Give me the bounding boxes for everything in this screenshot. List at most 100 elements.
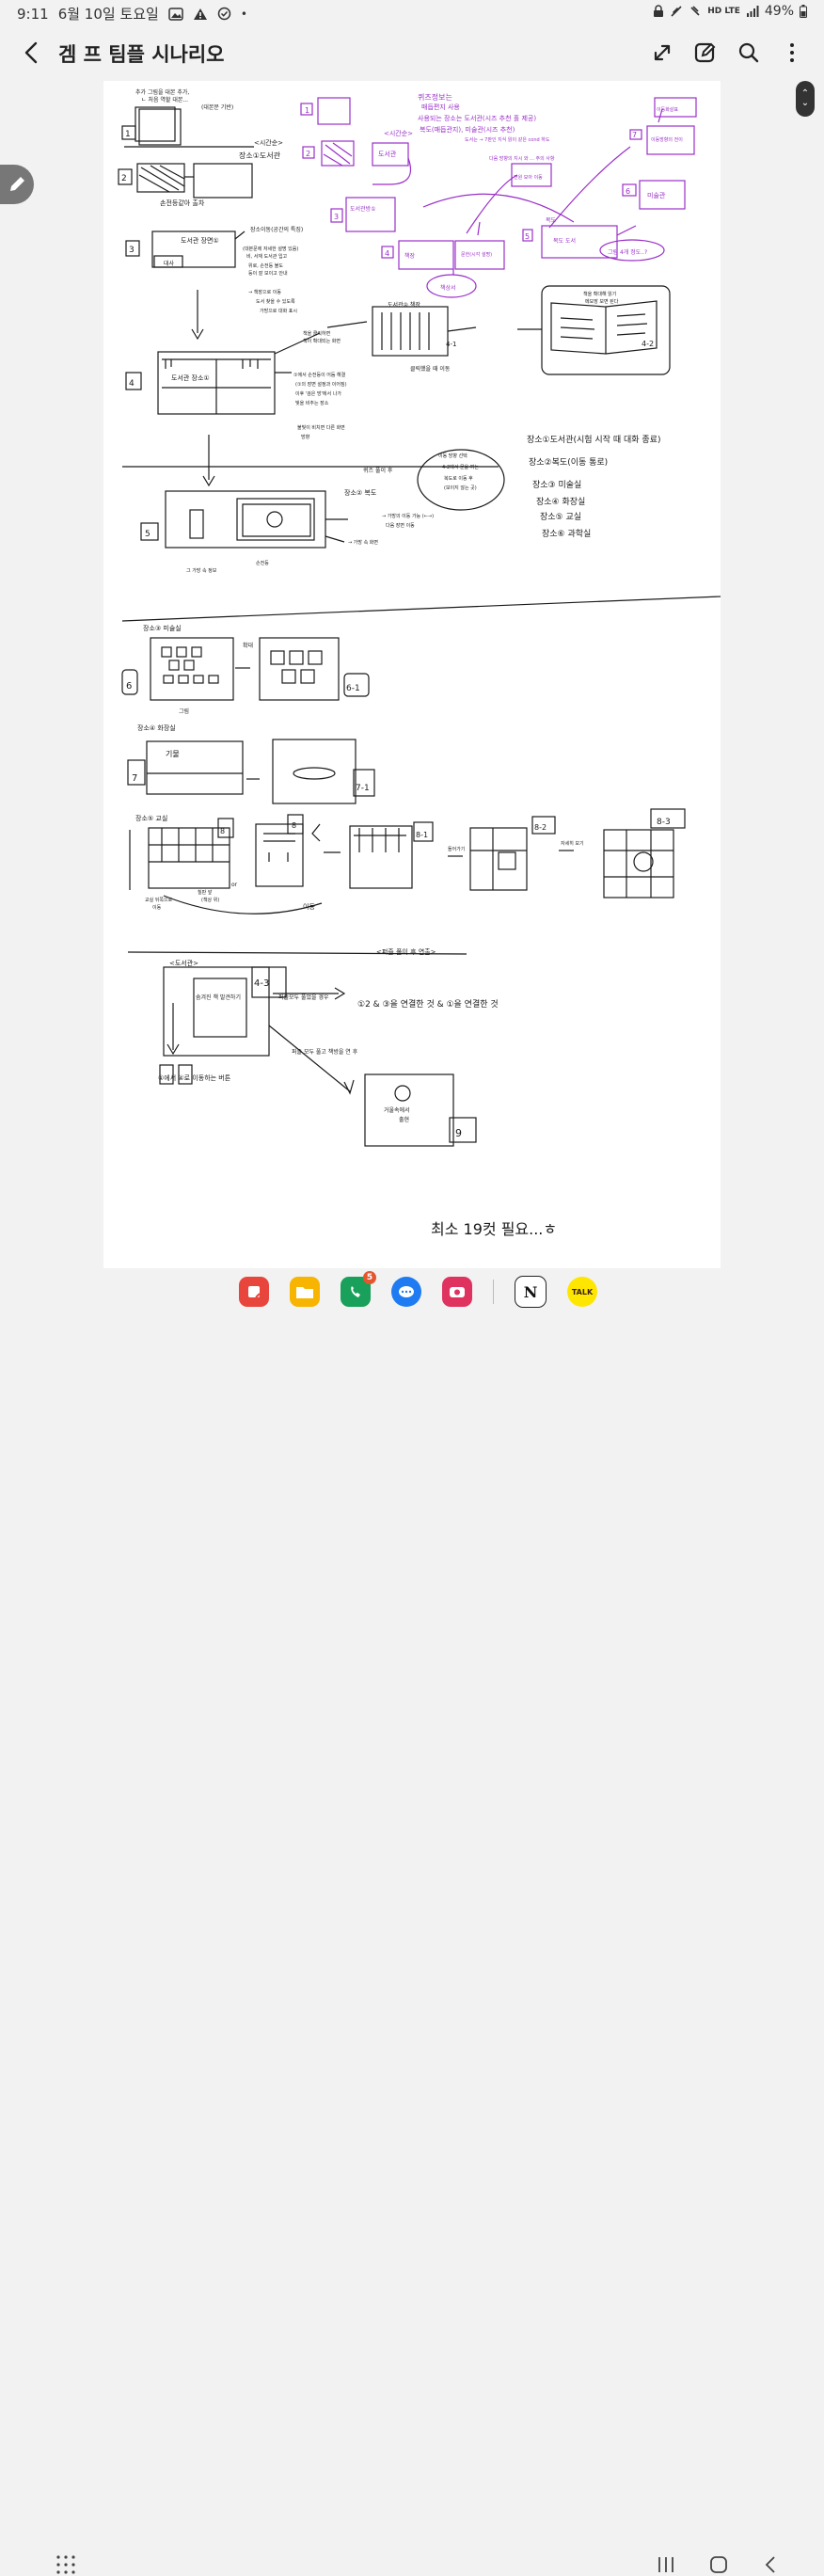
note-final-scene1: 거울속에서 <box>384 1106 410 1114</box>
app-drawer-icon[interactable] <box>55 2553 77 2576</box>
note-pn3: 3 <box>334 213 339 221</box>
search-icon[interactable] <box>736 40 762 66</box>
note-class-label: 장소⑤ 교실 <box>135 814 167 822</box>
note-final-header: <퍼즐 풀이 후 연출> <box>376 947 436 956</box>
note-place-header: <시간순> <box>254 138 283 147</box>
note-move: 이동화살표 <box>657 106 678 113</box>
note-flashlight: 손전등 <box>256 560 269 566</box>
notion-app-icon[interactable]: N <box>515 1276 547 1308</box>
handwritten-sketch: 추가 그림을 대본 추가, ㄴ 처음 역할 대본... (대본문 기반) <시간… <box>103 81 721 1268</box>
note-shelf-label: 도서관② 책장 <box>388 301 420 309</box>
note-arrow-note3: → 가방 속 화면 <box>348 539 378 546</box>
gallery-notification-icon <box>168 8 183 21</box>
note-art: 미술관 <box>647 191 666 199</box>
note-total: 최소 19컷 필요...ㅎ <box>431 1220 557 1238</box>
note-corridor-note4: (보이지 않는 곳) <box>444 485 477 491</box>
arrow-left-icon[interactable] <box>19 40 45 66</box>
back-nav-icon[interactable] <box>760 2553 783 2576</box>
note-q6: 다음 방향의 지시 와 ... 주의 사항 <box>489 155 555 162</box>
status-bar: 9:11 6월 10일 토요일 • HD LTE 49% <box>0 0 824 26</box>
messages-app-icon[interactable] <box>391 1277 421 1307</box>
page-title: 겜 프 팀플 시나리오 <box>58 40 225 68</box>
note-n82: 8-2 <box>534 823 547 832</box>
kakaotalk-app-icon[interactable]: TALK <box>567 1277 597 1307</box>
network-type: HD LTE <box>707 7 740 16</box>
note-class-note2: 이동 <box>152 904 162 911</box>
camera-app-icon[interactable] <box>442 1277 472 1307</box>
svg-text:5: 5 <box>145 530 151 539</box>
note-corridor-note3: 복도로 이동 후 <box>444 475 473 482</box>
note-canvas[interactable]: 추가 그림을 대본 추가, ㄴ 처음 역할 대본... (대본문 기반) <시간… <box>103 81 721 1268</box>
note-tag-hole: 손전등같아 출차 <box>160 199 205 207</box>
note-desc8: 도서 찾을 수 있도록 <box>256 298 295 305</box>
note-lost: 그 가방 속 정보 <box>186 567 217 574</box>
notification-dot-icon: • <box>241 8 247 21</box>
dock-separator <box>493 1280 494 1304</box>
note-pn6: 6 <box>626 187 630 196</box>
note-move-c: 이동 <box>303 902 315 911</box>
battery-icon <box>800 5 807 18</box>
note-book-note: 책을 확대해 읽기 <box>583 291 616 297</box>
edit-icon[interactable] <box>692 40 719 66</box>
note-pn4: 4 <box>385 249 389 258</box>
note-list1: 장소①도서관(시험 시작 때 대화 종료) <box>527 435 660 445</box>
note-desc3: (대본문에 자세한 설명 있음) <box>243 246 298 252</box>
lock-icon <box>653 5 664 18</box>
more-vertical-icon[interactable] <box>779 40 805 66</box>
note-shelf-note2: 책이 확대되는 화면 <box>303 338 341 344</box>
note-q1: 퀴즈정보는 <box>418 92 452 102</box>
note-enter: 들어가기 <box>448 846 465 852</box>
svg-text:4: 4 <box>129 379 135 389</box>
note-n81: 8-1 <box>416 831 428 839</box>
call-app-icon[interactable]: 5 <box>341 1277 371 1307</box>
note-toilet-label: 장소④ 화장실 <box>137 724 176 732</box>
note-n9: 9 <box>455 1127 462 1139</box>
note-n61: 6-1 <box>346 684 360 693</box>
flip-notes-app-icon[interactable] <box>239 1277 269 1307</box>
scroll-handle[interactable]: ⌃ ⌄ <box>796 81 815 117</box>
note-n43: 4-3 <box>254 978 269 989</box>
note-lib-note2: (①의 장면 설정과 이어짐) <box>295 381 347 388</box>
svg-text:2: 2 <box>121 174 127 183</box>
note-place-lib: 도서관 장소① <box>171 374 210 382</box>
expand-icon[interactable] <box>649 40 675 66</box>
note-move2: 전원 모아 이동 <box>514 174 543 181</box>
note-pn5: 5 <box>525 232 530 241</box>
note-n42: 4-2 <box>642 340 654 348</box>
note-n83: 8-3 <box>657 818 671 827</box>
note-shelf-note1: 책을 클릭하면 <box>303 330 331 337</box>
note-after-all: 퍼즐 모두 풀고 책방을 연 후 <box>292 1048 358 1056</box>
note-or: or <box>231 882 238 888</box>
battery-percent: 49% <box>765 4 794 19</box>
pen-mode-button[interactable] <box>0 165 34 204</box>
note-hidden-book: 숨겨진 책 발견하기 <box>196 994 241 1001</box>
note-n6: 6 <box>126 681 132 692</box>
home-icon[interactable] <box>707 2553 730 2576</box>
recent-apps-icon[interactable] <box>655 2553 677 2576</box>
mute-icon <box>670 5 683 18</box>
note-n7: 7 <box>132 773 137 784</box>
files-app-icon[interactable] <box>290 1277 320 1307</box>
note-btn-move: ①에서 ④로 이동하는 버튼 <box>158 1073 231 1082</box>
note-lib-note3: 이후 '검은 방'에서 나가 <box>295 390 341 397</box>
chevron-down-icon: ⌄ <box>801 99 809 108</box>
note-timecode: <시간순> <box>384 129 413 137</box>
note-place1: 장소①도서관 <box>239 151 281 160</box>
note-q3: 사용되는 장소는 도서관(시즈 추천 홀 제공) <box>418 114 536 122</box>
note-hall: 복도 <box>546 217 557 224</box>
note-pn1: 1 <box>305 106 309 115</box>
app-bar: 겜 프 팀플 시나리오 <box>0 28 824 77</box>
note-book: 책장 <box>404 252 416 260</box>
note-list3: 장소③ 미술실 <box>532 480 581 490</box>
note-desk: 문헌(시각 설명) <box>461 251 492 258</box>
note-q5: 도서는 → 7판인 지식 읽이 같은 cond 하도 <box>465 136 550 143</box>
note-final-lib: <도서관> <box>169 959 198 967</box>
note-fig: 그림 <box>179 708 189 715</box>
signal-icon <box>746 6 759 17</box>
svg-text:3: 3 <box>129 246 135 255</box>
note-list6: 장소⑥ 과학실 <box>542 529 591 539</box>
note-pn7: 7 <box>632 131 637 139</box>
warning-notification-icon <box>193 8 208 21</box>
status-date: 6월 10일 토요일 <box>58 4 159 24</box>
note-condition: 퍼즐모두 풀었을 경우 <box>278 994 329 1001</box>
